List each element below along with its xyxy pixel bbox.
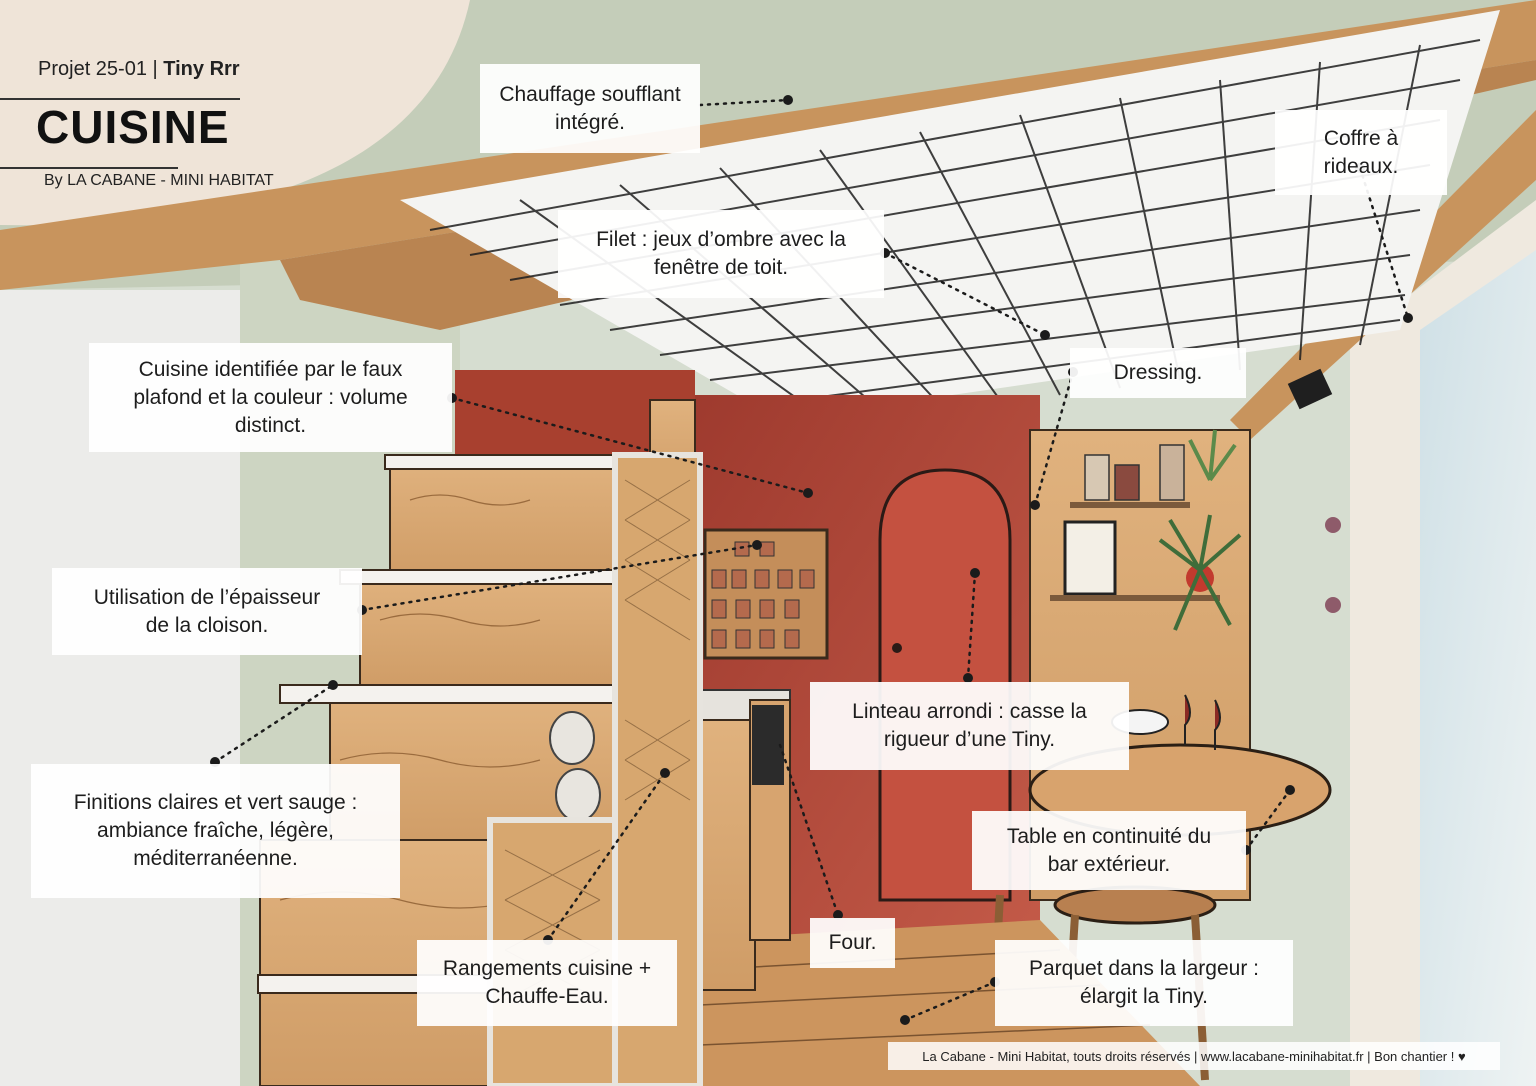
- annotation-chauffage: Chauffage soufflant intégré.: [480, 64, 700, 153]
- project-line: Projet 25-01 | Tiny Rrr: [38, 58, 240, 81]
- title-rule-bottom: [0, 167, 178, 169]
- annotation-filet-line-1: Filet : jeux d’ombre avec la: [596, 228, 846, 251]
- towel-roll-1: [549, 711, 595, 765]
- annotation-cuisine-identifiee: Cuisine identifiée par le faux plafond et…: [89, 343, 452, 452]
- annotation-linteau: Linteau arrondi : casse la rigueur d’une …: [810, 682, 1129, 770]
- annotation-cuisine-line-3: distinct.: [234, 413, 307, 437]
- annotation-four-line-1: Four.: [828, 931, 877, 954]
- wall-hook-2: [1325, 597, 1341, 613]
- project-code: Projet 25-01 |: [38, 58, 164, 80]
- annotation-rangements-line-2: Chauffe-Eau.: [485, 985, 609, 1008]
- jar-shelf-3: [1159, 444, 1185, 501]
- annotation-epaisseur-line-2: de la cloison.: [145, 613, 269, 637]
- spice-jars: [711, 541, 815, 649]
- wine-glasses: [1184, 694, 1221, 750]
- stool-seat: [1053, 885, 1217, 925]
- upper-shelf: [1070, 502, 1190, 508]
- annotation-finitions-line-3: méditerranéenne.: [133, 847, 298, 870]
- annotation-finitions: Finitions claires et vert sauge : ambianc…: [31, 764, 400, 898]
- towel-roll-2: [555, 768, 601, 822]
- project-name: Tiny Rrr: [163, 58, 240, 80]
- leader-lines: [213, 98, 1410, 1022]
- lower-shelf: [1050, 595, 1220, 601]
- annotation-cuisine-line-2: plafond et la couleur : volume: [133, 385, 408, 409]
- annotation-coffre: Coffre à rideaux.: [1275, 110, 1447, 195]
- wall-hook-1: [1325, 517, 1341, 533]
- right-window-glass: [1420, 250, 1536, 1086]
- oven: [752, 705, 784, 785]
- annotation-rangements: Rangements cuisine + Chauffe-Eau.: [417, 940, 677, 1026]
- annotation-dressing-line-1: Dressing.: [1113, 361, 1203, 384]
- plant-leaves: [1158, 514, 1242, 631]
- annotation-parquet-line-2: élargit la Tiny.: [1079, 985, 1208, 1008]
- copyright-footer: La Cabane - Mini Habitat, touts droits r…: [888, 1042, 1500, 1070]
- annotation-linteau-line-1: Linteau arrondi : casse la: [852, 700, 1087, 723]
- annotation-filet: Filet : jeux d’ombre avec la fenêtre de t…: [558, 210, 884, 298]
- annotation-finitions-line-2: ambiance fraîche, légère,: [97, 819, 334, 842]
- wall-lamp: [1287, 368, 1333, 410]
- lower-cabinet: [694, 719, 756, 991]
- annotation-epaisseur: Utilisation de l’épaisseur de la cloison.: [52, 568, 362, 655]
- annotation-table-line-2: bar extérieur.: [1047, 852, 1171, 876]
- jar-shelf-1: [1084, 454, 1110, 501]
- page-title: CUISINE: [36, 101, 230, 153]
- annotation-epaisseur-line-1: Utilisation de l’épaisseur: [93, 585, 321, 609]
- annotation-table: Table en continuité du bar extérieur.: [972, 811, 1246, 890]
- byline: By LA CABANE - MINI HABITAT: [44, 172, 274, 189]
- annotation-dressing: Dressing.: [1070, 348, 1246, 398]
- annotation-linteau-line-2: rigueur d’une Tiny.: [883, 728, 1056, 751]
- picture-frame: [1063, 520, 1117, 596]
- annotation-cuisine-line-1: Cuisine identifiée par le faux: [138, 357, 403, 381]
- annotation-four: Four.: [810, 918, 895, 968]
- title-rule-top: [0, 98, 240, 100]
- door-knob: [892, 643, 902, 653]
- annotation-coffre-line-1: Coffre à: [1323, 126, 1399, 150]
- upper-plant: [1188, 429, 1237, 482]
- annotation-chauffage-line-2: intégré.: [554, 110, 626, 134]
- annotation-chauffage-line-1: Chauffage soufflant: [499, 82, 681, 106]
- annotation-coffre-line-2: rideaux.: [1323, 154, 1399, 178]
- annotation-table-line-1: Table en continuité du: [1006, 824, 1212, 848]
- annotation-parquet: Parquet dans la largeur : élargit la Tiny…: [995, 940, 1293, 1026]
- annotation-finitions-line-1: Finitions claires et vert sauge :: [73, 791, 358, 814]
- annotation-parquet-line-1: Parquet dans la largeur :: [1029, 957, 1259, 980]
- jar-shelf-2: [1114, 464, 1140, 501]
- annotation-filet-line-2: fenêtre de toit.: [653, 256, 789, 279]
- annotation-rangements-line-1: Rangements cuisine +: [442, 957, 652, 980]
